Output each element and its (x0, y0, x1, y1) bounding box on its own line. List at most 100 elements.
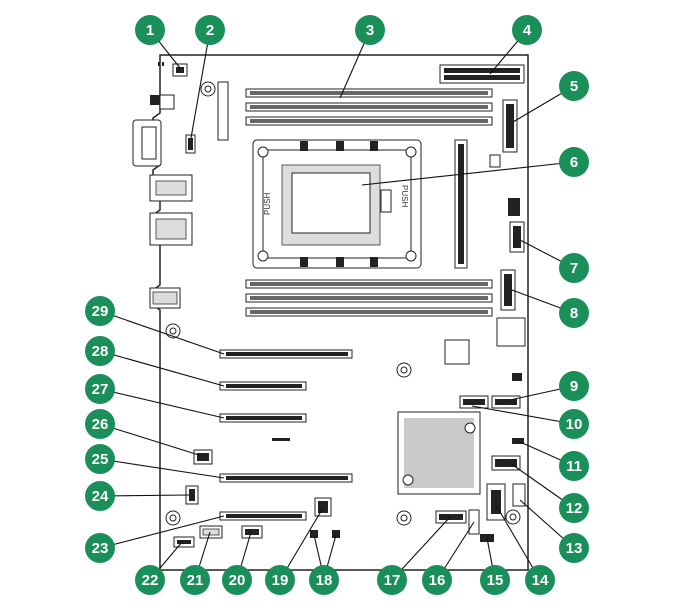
mounting-hole-inner (204, 85, 212, 93)
callout-17: 17 (377, 565, 407, 595)
svg-text:3: 3 (366, 22, 374, 39)
svg-text:14: 14 (532, 572, 549, 589)
pcie-slot-25 (219, 473, 353, 483)
processor-socket: PUSH PUSH (252, 139, 422, 269)
svg-text:19: 19 (272, 572, 289, 589)
svg-text:9: 9 (570, 378, 578, 395)
callout-23: 23 (85, 533, 115, 563)
pcie-slot-27 (219, 413, 307, 423)
callout-4: 4 (512, 15, 542, 45)
svg-text:27: 27 (92, 381, 109, 398)
power-connector-24pin (439, 64, 525, 84)
callout-13: 13 (559, 533, 589, 563)
svg-text:8: 8 (570, 305, 578, 322)
svg-text:6: 6 (570, 154, 578, 171)
callout-12: 12 (559, 493, 589, 523)
connector-8 (500, 269, 516, 311)
callout-1: 1 (135, 15, 165, 45)
chipset-heatsink (397, 411, 481, 495)
svg-text:7: 7 (570, 260, 578, 277)
svg-text:18: 18 (316, 572, 333, 589)
callout-5: 5 (559, 71, 589, 101)
svg-text:11: 11 (566, 458, 582, 475)
connector-22 (173, 536, 195, 548)
callout-29: 29 (85, 296, 115, 326)
callout-27: 27 (85, 374, 115, 404)
vertical-connector-5 (502, 99, 518, 153)
callout-25: 25 (85, 444, 115, 474)
callout-11: 11 (559, 451, 589, 481)
callout-21: 21 (180, 565, 210, 595)
callout-7: 7 (559, 253, 589, 283)
svg-text:4: 4 (523, 22, 532, 39)
connector-9 (491, 395, 521, 409)
callout-20: 20 (222, 565, 252, 595)
header-18a (310, 530, 318, 538)
svg-text:28: 28 (92, 343, 109, 360)
callout-19: 19 (265, 565, 295, 595)
svg-text:24: 24 (92, 488, 109, 505)
connector-26 (193, 449, 213, 465)
callout-3: 3 (355, 15, 385, 45)
connector-17 (435, 510, 467, 524)
svg-text:17: 17 (384, 572, 401, 589)
svg-text:29: 29 (92, 303, 109, 320)
callout-10: 10 (559, 409, 589, 439)
tiny-dots (272, 438, 290, 441)
header-21 (199, 525, 223, 539)
callout-24: 24 (85, 481, 115, 511)
callout-15: 15 (480, 565, 510, 595)
pcie-slot-23 (219, 511, 307, 521)
svg-text:26: 26 (92, 416, 109, 433)
callout-9: 9 (559, 371, 589, 401)
header-component-1 (158, 62, 188, 77)
callout-18: 18 (309, 565, 339, 595)
callout-16: 16 (422, 565, 452, 595)
callout-26: 26 (85, 409, 115, 439)
callout-2: 2 (195, 15, 225, 45)
callout-8: 8 (559, 298, 589, 328)
callout-6: 6 (559, 147, 589, 177)
connector-7 (509, 221, 525, 253)
svg-text:21: 21 (187, 572, 204, 589)
callout-14: 14 (525, 565, 555, 595)
tiny-header (512, 373, 522, 381)
svg-text:13: 13 (566, 540, 583, 557)
dimm-slots-bottom (245, 279, 493, 317)
connector-19 (314, 497, 332, 517)
svg-text:12: 12 (566, 500, 583, 517)
header-20 (241, 525, 263, 539)
svg-text:22: 22 (142, 572, 159, 589)
socket-push-label-right: PUSH (400, 185, 409, 207)
chip-square (444, 339, 470, 365)
dimm-slots-top (245, 88, 493, 126)
callouts: 1 2 3 4 5 6 7 8 9 10 11 12 13 14 15 16 1… (85, 15, 589, 595)
pcie-slot-28 (219, 381, 307, 391)
callout-28: 28 (85, 336, 115, 366)
small-chip (489, 154, 501, 168)
connector-13 (512, 483, 526, 507)
svg-text:25: 25 (92, 451, 109, 468)
svg-text:16: 16 (429, 572, 446, 589)
svg-text:23: 23 (92, 540, 109, 557)
battery-slot-14 (486, 483, 506, 521)
svg-text:1: 1 (146, 22, 154, 39)
vertical-connector-strip (454, 139, 468, 269)
svg-text:5: 5 (570, 78, 578, 95)
connector-10 (459, 395, 489, 409)
svg-text:10: 10 (566, 416, 583, 433)
svg-text:15: 15 (487, 572, 504, 589)
pcie-slot-29 (219, 349, 353, 359)
small-header (508, 198, 520, 216)
socket-push-label-left: PUSH (263, 193, 272, 215)
header-12 (491, 455, 521, 471)
svg-text:20: 20 (229, 572, 246, 589)
svg-text:2: 2 (206, 22, 214, 39)
rear-io-ports (132, 94, 193, 309)
callout-22: 22 (135, 565, 165, 595)
header-18b (332, 530, 340, 538)
square-pad (496, 317, 526, 347)
header-component-2 (185, 134, 196, 154)
vertical-slot-top-left (217, 81, 229, 141)
